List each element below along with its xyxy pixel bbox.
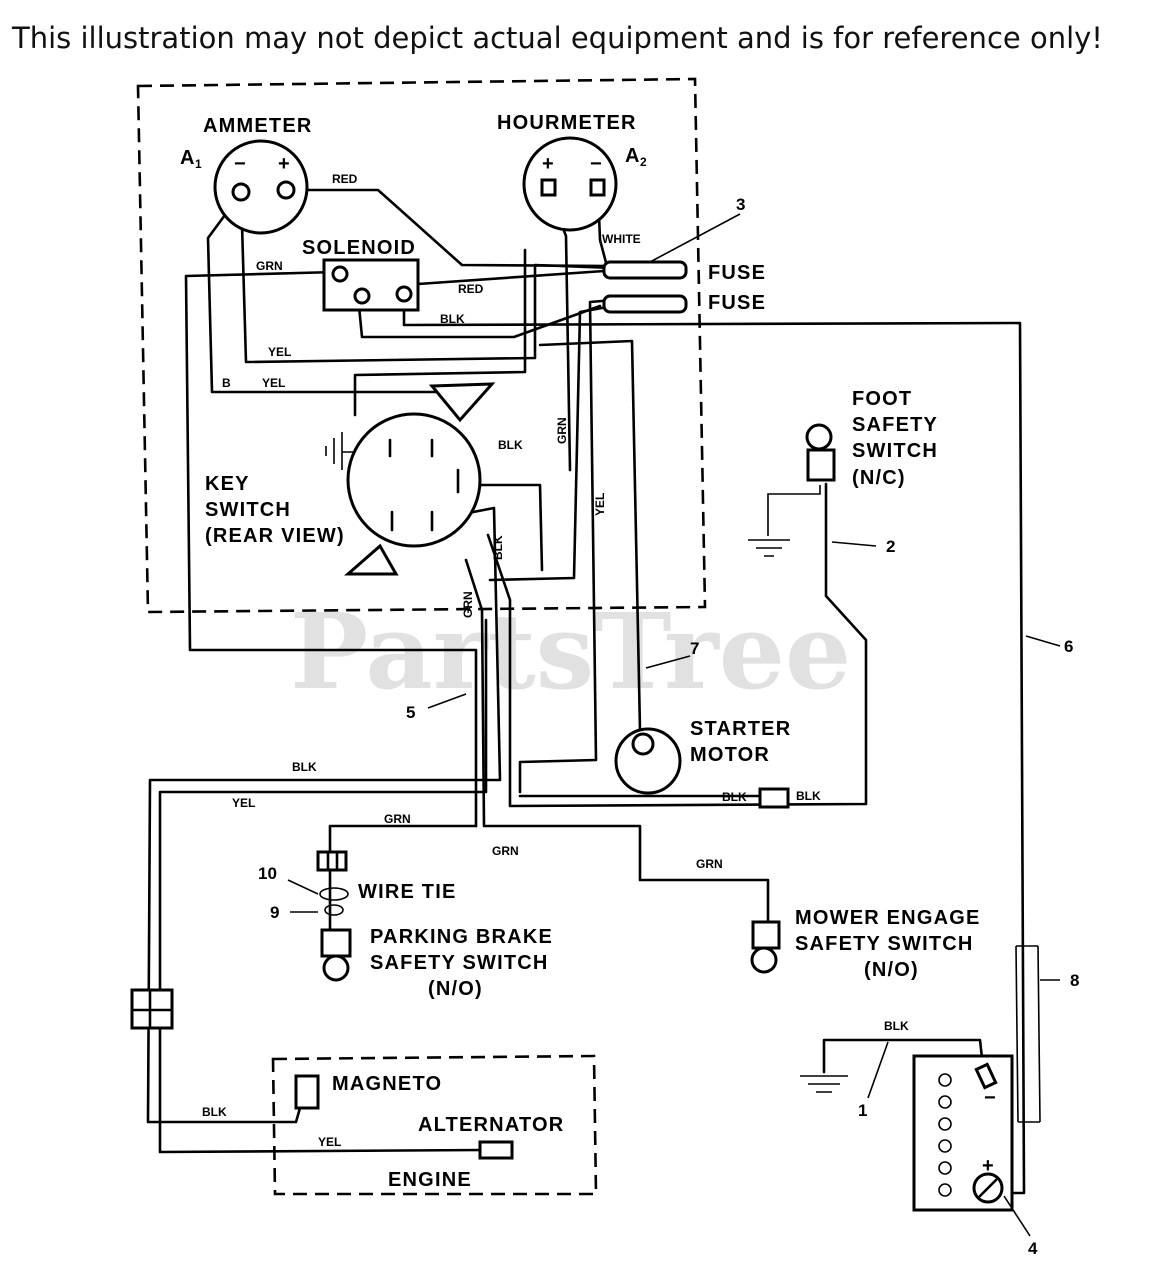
- callout-8: 8: [1070, 971, 1079, 990]
- key-switch-label-1: KEY: [205, 473, 250, 495]
- foot-switch-label-4: (N/C): [852, 467, 906, 489]
- foot-safety-switch: [805, 423, 836, 482]
- magneto-label: MAGNETO: [332, 1073, 442, 1095]
- battery: [912, 1054, 1014, 1212]
- hourmeter-plus: +: [542, 153, 555, 175]
- foot-switch-label-3: SWITCH: [852, 440, 938, 462]
- hourmeter-ref-sub: 2: [640, 155, 647, 169]
- alternator-label: ALTERNATOR: [418, 1114, 564, 1136]
- callout-9: 9: [270, 903, 279, 922]
- wire-label-blk: BLK: [292, 760, 317, 774]
- watermark: PartsTree: [290, 590, 851, 713]
- callout-10: 10: [258, 864, 277, 883]
- mower-label-2: SAFETY SWITCH: [795, 933, 974, 955]
- callout-1: 1: [858, 1101, 867, 1120]
- wire-label-grn: GRN: [256, 259, 283, 273]
- key-switch: [344, 382, 496, 576]
- wire-label-blk: BLK: [440, 312, 465, 326]
- wire-label-yel: YEL: [268, 345, 291, 359]
- wire-label-yel: YEL: [318, 1135, 341, 1149]
- fuse-1-label: FUSE: [708, 262, 766, 284]
- hourmeter: [522, 136, 618, 232]
- wire-label-grn: GRN: [696, 857, 723, 871]
- parking-label-2: SAFETY SWITCH: [370, 952, 549, 974]
- solenoid: [322, 258, 420, 312]
- fuse-2: [602, 294, 688, 314]
- wire-label-blk: BLK: [491, 535, 505, 560]
- callout-4: 4: [1028, 1239, 1038, 1258]
- wire-label-blk: BLK: [796, 789, 821, 803]
- ground-symbol-foot: [748, 539, 790, 557]
- magneto: [294, 1074, 320, 1110]
- fuse-2-label: FUSE: [708, 292, 766, 314]
- ammeter-ref-sub: 1: [195, 157, 202, 171]
- foot-switch-label-1: FOOT: [852, 388, 912, 410]
- wire-label-yel: YEL: [262, 376, 285, 390]
- wire-label-blk: BLK: [722, 790, 747, 804]
- disclaimer-text: This illustration may not depict actual …: [11, 21, 1103, 55]
- ground-symbol-battery: [800, 1075, 848, 1093]
- key-switch-label-2: SWITCH: [205, 499, 291, 521]
- ammeter-ref: A: [180, 147, 196, 169]
- callout-7: 7: [690, 639, 699, 658]
- wire-label-blk: BLK: [202, 1105, 227, 1119]
- wire-label-yel: YEL: [232, 796, 255, 810]
- starter-label-1: STARTER: [690, 718, 791, 740]
- battery-plus: +: [982, 1155, 995, 1177]
- wire-label-grn: GRN: [492, 844, 519, 858]
- fuse-1: [602, 260, 688, 280]
- parking-brake-switch: [316, 850, 352, 982]
- wire-label-grn: GRN: [555, 417, 569, 444]
- mower-engage-switch: [750, 920, 781, 974]
- engine-label: ENGINE: [388, 1169, 472, 1191]
- callout-5: 5: [406, 703, 415, 722]
- ammeter-label: AMMETER: [203, 115, 313, 137]
- callout-leaders: [287, 213, 1061, 1237]
- starter-label-2: MOTOR: [690, 744, 770, 766]
- foot-connector: [758, 787, 790, 809]
- engine-border: [271, 1054, 598, 1196]
- wire-label-red: RED: [458, 282, 484, 296]
- hourmeter-minus: −: [590, 153, 603, 175]
- mower-label-1: MOWER ENGAGE: [795, 907, 981, 929]
- battery-minus: −: [984, 1087, 997, 1109]
- starter-motor: [614, 727, 682, 795]
- callout-6: 6: [1064, 637, 1073, 656]
- wire-label-blk: BLK: [498, 438, 523, 452]
- solenoid-label: SOLENOID: [302, 237, 416, 259]
- wire-harness: [146, 188, 1041, 1195]
- hourmeter-ref: A: [625, 145, 641, 167]
- dash-panel-border: [136, 77, 707, 614]
- wire-label-white: WHITE: [602, 232, 641, 246]
- alternator: [478, 1140, 514, 1160]
- parking-label-3: (N/O): [428, 978, 483, 1000]
- wire-tie-label: WIRE TIE: [358, 881, 457, 903]
- wire-label-blk: BLK: [884, 1019, 909, 1033]
- ammeter-plus: +: [278, 153, 291, 175]
- wire-label-grn: GRN: [461, 591, 475, 618]
- ammeter: [213, 139, 309, 235]
- callout-3: 3: [736, 195, 745, 214]
- terminal-b-label: B: [222, 376, 231, 390]
- callout-2: 2: [886, 537, 895, 556]
- key-switch-label-3: (REAR VIEW): [205, 525, 345, 547]
- ammeter-minus: −: [234, 153, 247, 175]
- harness-connector: [130, 988, 174, 1030]
- wire-label-yel: YEL: [593, 493, 607, 516]
- parking-label-1: PARKING BRAKE: [370, 926, 553, 948]
- wire-label-red: RED: [332, 172, 358, 186]
- foot-switch-label-2: SAFETY: [852, 414, 938, 436]
- ground-symbol-key: [325, 432, 390, 470]
- hourmeter-label: HOURMETER: [497, 112, 637, 134]
- wire-label-grn: GRN: [384, 812, 411, 826]
- mower-label-3: (N/O): [864, 959, 919, 981]
